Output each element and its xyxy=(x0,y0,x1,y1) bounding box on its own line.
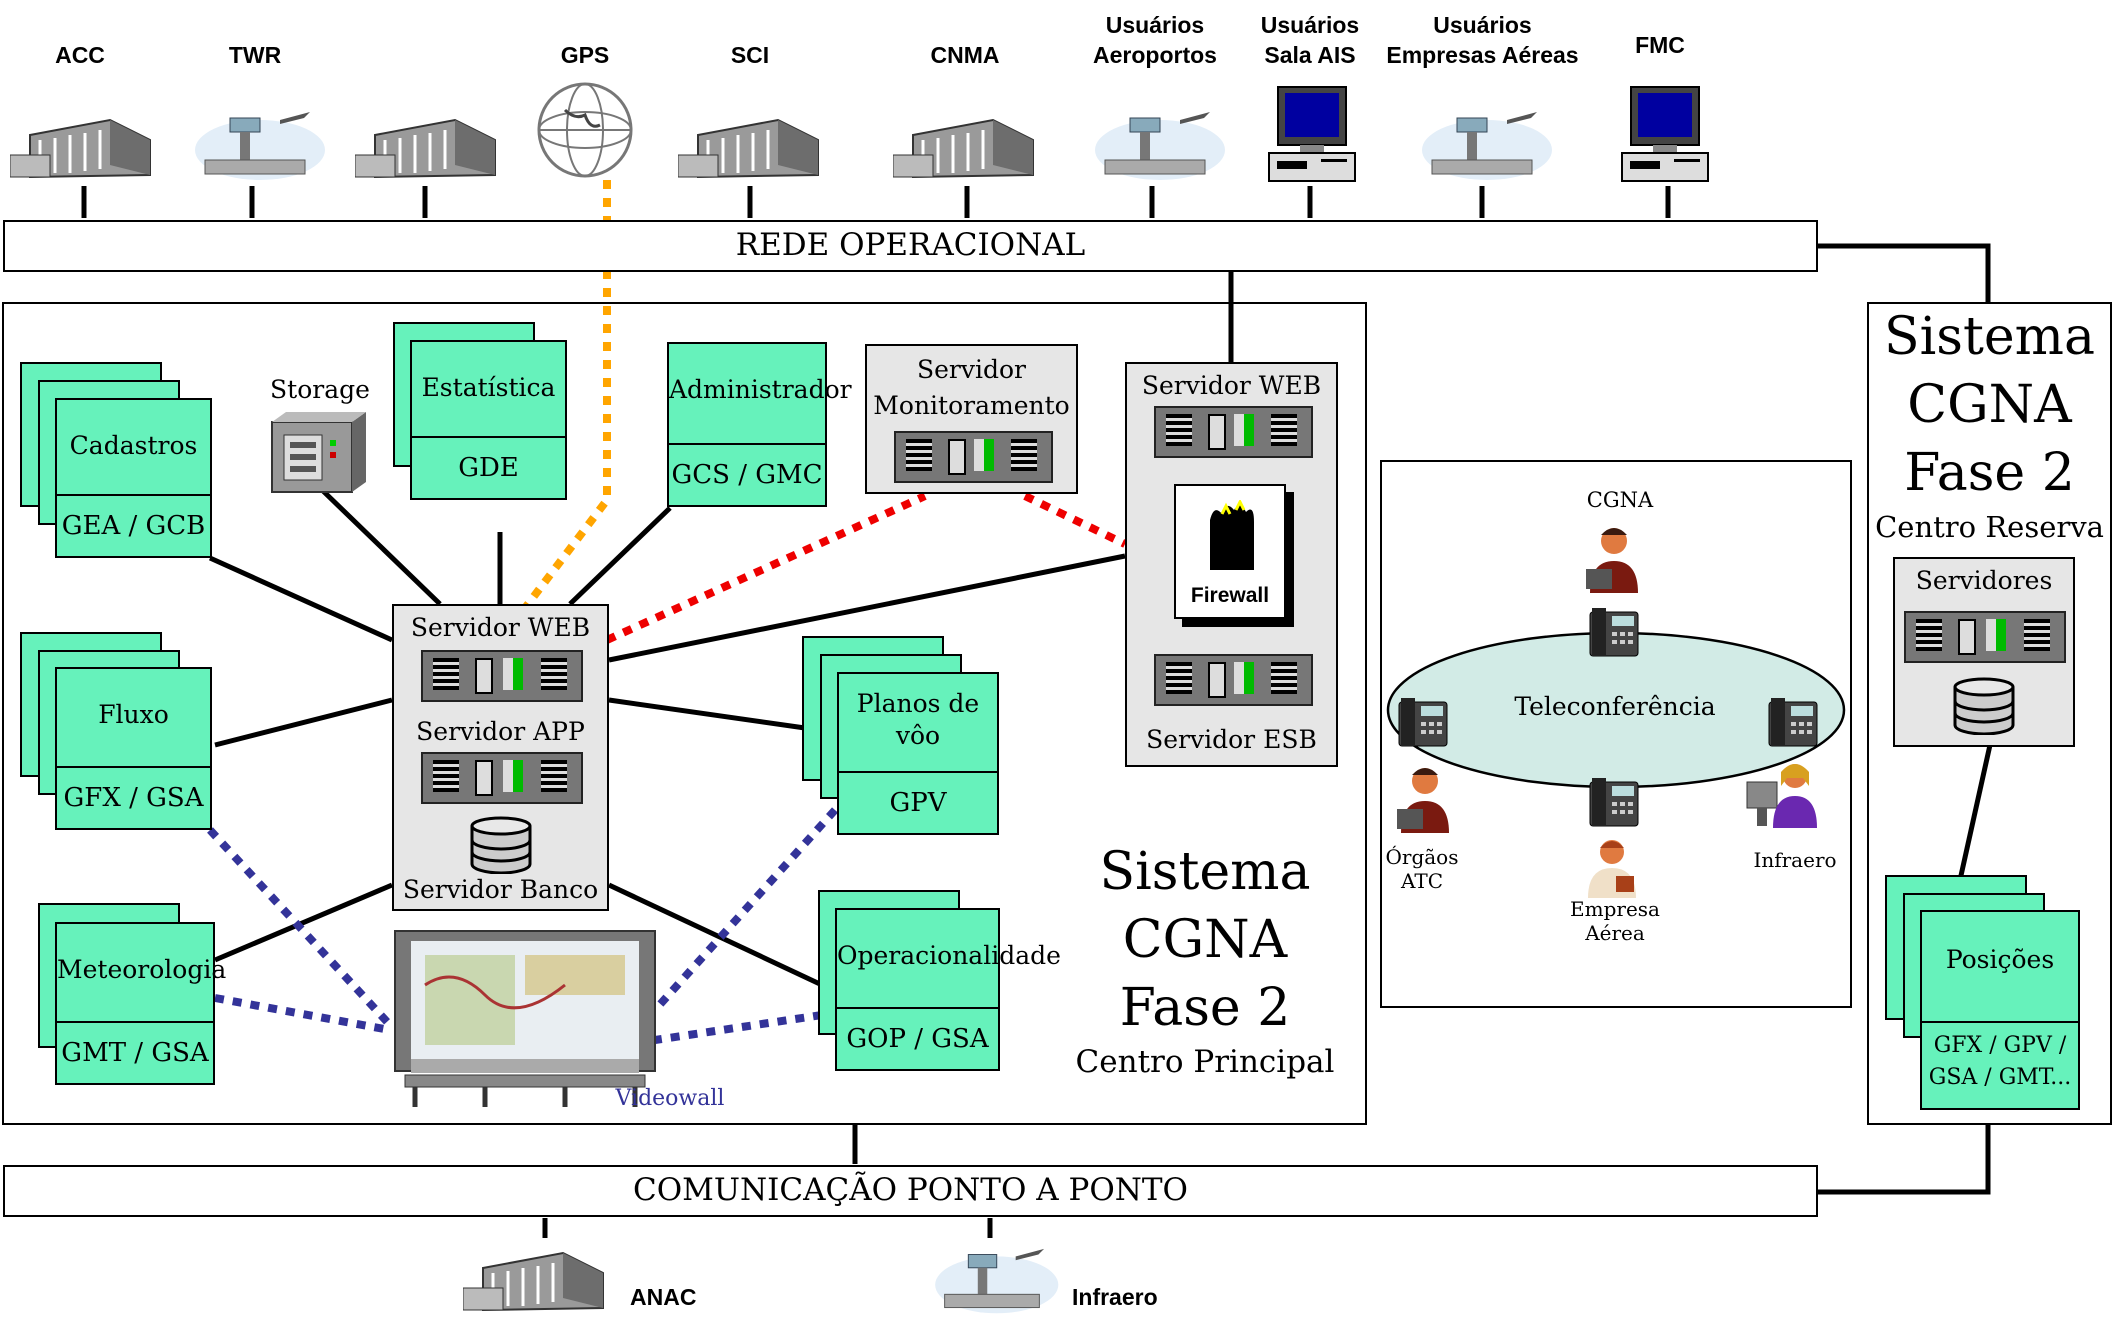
planos-title: Planos de vôo xyxy=(856,689,980,750)
central-server-box[interactable]: Servidor WEB Servidor APP Servidor Banco xyxy=(392,604,609,911)
tele-cgna-label: CGNA xyxy=(1586,488,1654,512)
twr-airport-icon xyxy=(195,112,325,180)
sci-building-icon xyxy=(678,118,819,179)
acc-building-icon xyxy=(10,118,151,179)
atc-person-icon xyxy=(1397,768,1449,833)
usuarios-aeroportos-airport-icon xyxy=(1095,112,1225,180)
atc-phone-icon xyxy=(1398,698,1448,747)
servidor-esb-label: Servidor ESB xyxy=(1146,725,1317,754)
cadastros-title: Cadastros xyxy=(69,431,198,460)
meteorologia-title: Meteorologia xyxy=(57,955,227,984)
posicoes-code: GFX / GPV / GSA / GMT... xyxy=(1922,1021,2078,1108)
dmz-web-server-icon xyxy=(1154,406,1313,458)
anac-building-icon xyxy=(463,1251,604,1312)
anac-label: ANAC xyxy=(630,1284,697,1310)
usuarios-empresas-airport-icon xyxy=(1422,112,1552,180)
usuarios-aeroportos-label: Usuários Aeroportos xyxy=(1093,12,1217,68)
usuarios-empresas-aereas-label: Usuários Empresas Aéreas xyxy=(1386,12,1579,68)
posicoes-title: Posições xyxy=(1945,945,2055,974)
sistema-reserva-title: Sistema CGNA Fase 2 xyxy=(1884,307,2095,503)
dmz-servidor-web-label: Servidor WEB xyxy=(1141,371,1322,400)
administrador-title: Administrador xyxy=(669,375,852,404)
fluxo-code: GFX / GSA xyxy=(57,766,210,828)
centro-principal-label: Centro Principal xyxy=(1075,1044,1335,1080)
estatistica-module[interactable]: Estatística GDE xyxy=(410,340,567,500)
cadastros-code: GEA / GCB xyxy=(57,494,210,556)
servidor-monitoramento-box[interactable]: Servidor Monitoramento xyxy=(865,344,1078,494)
operacionalidade-code: GOP / GSA xyxy=(837,1007,998,1069)
servidor-monitoramento-label: Servidor Monitoramento xyxy=(873,355,1070,420)
planos-code: GPV xyxy=(839,771,997,833)
sistema-principal-title: Sistema CGNA Fase 2 xyxy=(1099,842,1311,1038)
planos-de-voo-module[interactable]: Planos de vôo GPV xyxy=(837,672,999,835)
servidor-web-label: Servidor WEB xyxy=(410,613,591,642)
usuarios-sala-ais-label: Usuários Sala AIS xyxy=(1260,12,1360,68)
cnma-label: CNMA xyxy=(930,42,1000,68)
comunicacao-ponto-a-ponto-bus: COMUNICAÇÃO PONTO A PONTO xyxy=(3,1165,1818,1217)
fmc-label: FMC xyxy=(1635,32,1685,58)
estatistica-code: GDE xyxy=(412,436,565,498)
bottom-infraero-label: Infraero xyxy=(1072,1284,1158,1310)
administrador-code: GCS / GMC xyxy=(669,443,825,505)
rede-operacional-bus: REDE OPERACIONAL xyxy=(3,220,1818,272)
orgaos-atc-label: Órgãos ATC xyxy=(1385,845,1459,893)
gps-globe-icon xyxy=(537,82,633,178)
videowall-icon xyxy=(394,930,656,1107)
empresa-aerea-label: Empresa Aérea xyxy=(1570,897,1660,945)
firewall-flame-icon xyxy=(1210,500,1254,570)
reserva-database-icon xyxy=(1953,677,2015,735)
database-icon xyxy=(470,816,532,874)
meteorologia-module[interactable]: Meteorologia GMT / GSA xyxy=(55,922,227,1085)
acc-label: ACC xyxy=(55,42,105,68)
web-server-icon xyxy=(421,650,583,702)
fluxo-module[interactable]: Fluxo GFX / GSA xyxy=(55,667,212,830)
videowall-label: Videowall xyxy=(615,1086,725,1111)
servidor-app-label: Servidor APP xyxy=(416,717,585,746)
centro-reserva-label: Centro Reserva xyxy=(1875,510,2104,544)
storage-icon xyxy=(271,412,366,493)
empresa-phone-icon xyxy=(1589,778,1639,827)
empresa-person-icon xyxy=(1588,840,1636,898)
cadastros-module[interactable]: Cadastros GEA / GCB xyxy=(55,398,212,558)
teleconferencia-label: Teleconferência xyxy=(1514,692,1716,721)
meteorologia-code: GMT / GSA xyxy=(57,1021,213,1083)
cgna-phone-icon xyxy=(1589,608,1639,657)
monitoramento-server-icon xyxy=(894,431,1053,483)
administrador-module[interactable]: Administrador GCS / GMC xyxy=(667,342,852,507)
servidores-label: Servidores xyxy=(1915,566,2053,595)
fmc-computer-icon xyxy=(1621,86,1709,182)
fluxo-title: Fluxo xyxy=(98,700,169,729)
reserva-server-icon xyxy=(1904,611,2066,663)
operacionalidade-module[interactable]: Operacionalidade GOP / GSA xyxy=(835,908,1061,1071)
cnma-building-icon xyxy=(893,118,1034,179)
storage-label: Storage xyxy=(270,375,370,404)
infraero-phone-icon xyxy=(1768,698,1818,747)
estatistica-title: Estatística xyxy=(421,373,556,402)
twr-label: TWR xyxy=(228,42,282,68)
gps-label: GPS xyxy=(560,42,610,68)
servidor-banco-label: Servidor Banco xyxy=(402,875,599,904)
bottom-infraero-airport-icon xyxy=(935,1248,1059,1314)
infraero-person-icon xyxy=(1746,764,1817,828)
tele-infraero-label: Infraero xyxy=(1753,848,1837,872)
firewall-label: Firewall xyxy=(1190,584,1270,607)
posicoes-module[interactable]: Posições GFX / GPV / GSA / GMT... xyxy=(1920,910,2080,1110)
operacionalidade-title: Operacionalidade xyxy=(837,941,1061,970)
cgna-person-icon xyxy=(1586,528,1638,593)
esb-server-icon xyxy=(1154,654,1313,706)
app-server-icon xyxy=(421,752,583,804)
sala-ais-computer-icon xyxy=(1268,86,1356,182)
dmz-server-box[interactable]: Servidor WEB Firewall Servidor ESB xyxy=(1125,362,1338,767)
sci-label: SCI xyxy=(730,42,770,68)
reserva-servidores-box[interactable]: Servidores xyxy=(1893,557,2075,747)
firewall-box: Firewall xyxy=(1174,484,1286,619)
gps-building-icon xyxy=(355,118,496,179)
